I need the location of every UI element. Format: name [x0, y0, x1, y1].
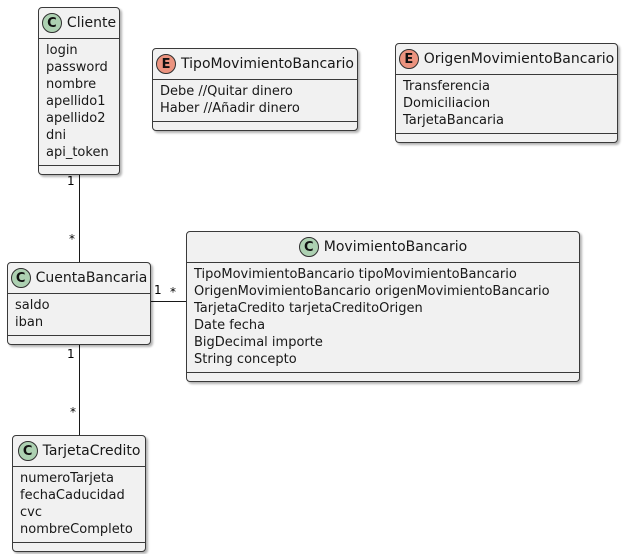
enum-header: E TipoMovimientoBancario [153, 49, 357, 80]
attribute: nombre [46, 77, 97, 92]
attribute: nombreCompleto [20, 522, 133, 537]
class-title: MovimientoBancario [323, 239, 468, 255]
class-box-cuentabancaria: C CuentaBancaria saldo iban [7, 262, 151, 345]
class-header: C MovimientoBancario [187, 232, 579, 263]
enum-value: Transferencia [403, 79, 490, 94]
attribute: cvc [20, 505, 42, 520]
enum-box-tipomovimientobancario: E TipoMovimientoBancario Debe //Quitar d… [152, 48, 358, 131]
class-header: C TarjetaCredito [13, 436, 145, 467]
class-title: TarjetaCredito [42, 443, 141, 459]
multiplicity-label: 1 [67, 174, 75, 188]
enum-box-origenmovimientobancario: E OrigenMovimientoBancario Transferencia… [395, 43, 618, 143]
methods-compartment-empty [13, 543, 145, 551]
attribute: OrigenMovimientoBancario origenMovimient… [194, 284, 550, 299]
class-spot-icon: C [17, 441, 38, 461]
enum-value: Debe //Quitar dinero [160, 84, 293, 99]
enum-spot-icon: E [156, 54, 177, 74]
multiplicity-label: * [69, 232, 75, 246]
class-title: CuentaBancaria [35, 270, 148, 286]
attributes-compartment: login password nombre apellido1 apellido… [39, 39, 119, 166]
attribute: fechaCaducidad [20, 488, 125, 503]
attribute: saldo [15, 298, 50, 313]
enum-values-compartment: Debe //Quitar dinero Haber //Añadir dine… [153, 80, 357, 122]
attribute: BigDecimal importe [194, 335, 323, 350]
class-header: C Cliente [39, 8, 119, 39]
attribute: api_token [46, 145, 109, 160]
attribute: TipoMovimientoBancario tipoMovimientoBan… [194, 267, 517, 282]
attribute: login [46, 43, 78, 58]
enum-header: E OrigenMovimientoBancario [396, 44, 617, 75]
multiplicity-label: 1 [67, 347, 75, 361]
attribute: numeroTarjeta [20, 471, 114, 486]
multiplicity-label: * [170, 285, 176, 299]
relation-line-cuentabancaria-movimientobancario [149, 301, 189, 302]
relation-line-cliente-cuentabancaria [79, 164, 80, 266]
attribute: Date fecha [194, 318, 266, 333]
attribute: password [46, 60, 108, 75]
class-box-cliente: C Cliente login password nombre apellido… [38, 7, 120, 175]
class-box-tarjetacredito: C TarjetaCredito numeroTarjeta fechaCadu… [12, 435, 146, 552]
enum-title: TipoMovimientoBancario [181, 56, 354, 72]
relation-line-cuentabancaria-tarjetacredito [79, 338, 80, 440]
attributes-compartment: numeroTarjeta fechaCaducidad cvc nombreC… [13, 467, 145, 543]
methods-compartment-empty [396, 134, 617, 142]
methods-compartment-empty [187, 373, 579, 381]
class-title: Cliente [66, 15, 117, 31]
class-header: C CuentaBancaria [8, 263, 150, 294]
class-spot-icon: C [41, 13, 62, 33]
enum-value: TarjetaBancaria [403, 113, 504, 128]
methods-compartment-empty [153, 122, 357, 130]
methods-compartment-empty [8, 336, 150, 344]
enum-spot-icon: E [398, 49, 419, 69]
attribute: TarjetaCredito tarjetaCreditoOrigen [194, 301, 423, 316]
attribute: apellido1 [46, 94, 106, 109]
class-spot-icon: C [10, 268, 31, 288]
methods-compartment-empty [39, 166, 119, 174]
enum-value: Domiciliacion [403, 96, 491, 111]
attributes-compartment: TipoMovimientoBancario tipoMovimientoBan… [187, 263, 579, 373]
enum-value: Haber //Añadir dinero [160, 101, 300, 116]
attribute: dni [46, 128, 67, 143]
attribute: apellido2 [46, 111, 106, 126]
enum-title: OrigenMovimientoBancario [423, 51, 615, 67]
multiplicity-label: * [70, 405, 76, 419]
attributes-compartment: saldo iban [8, 294, 150, 336]
attribute: iban [15, 315, 44, 330]
class-spot-icon: C [298, 237, 319, 257]
multiplicity-label: 1 [154, 283, 162, 297]
attribute: String concepto [194, 352, 297, 367]
enum-values-compartment: Transferencia Domiciliacion TarjetaBanca… [396, 75, 617, 134]
class-box-movimientobancario: C MovimientoBancario TipoMovimientoBanca… [186, 231, 580, 382]
